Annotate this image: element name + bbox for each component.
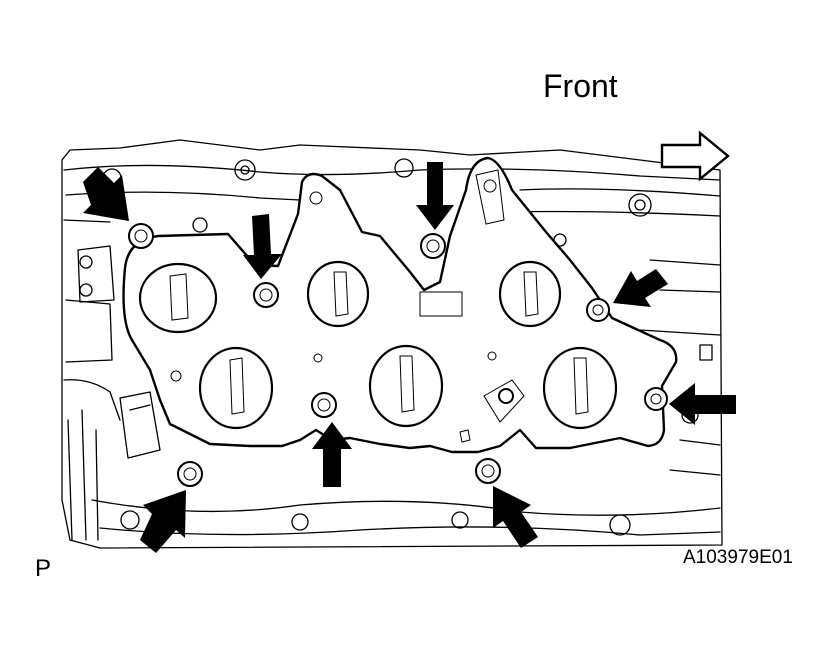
solid-arrow-icon-2 bbox=[243, 214, 282, 279]
bolt-2 bbox=[253, 282, 279, 308]
bolt-9 bbox=[498, 388, 514, 404]
solid-arrow-icon-8 bbox=[493, 486, 538, 548]
illustration-code-label: A103979E01 bbox=[683, 547, 793, 568]
outline-arrow-right-icon bbox=[660, 130, 730, 182]
bolt-8 bbox=[475, 458, 501, 484]
corner-mark-label: P bbox=[35, 555, 52, 582]
bolt-5 bbox=[644, 387, 668, 411]
bolt-7 bbox=[177, 461, 203, 487]
bolt-4 bbox=[586, 298, 610, 322]
callout-arrows bbox=[83, 162, 736, 553]
manifold-bolts bbox=[128, 223, 668, 487]
bolt-1 bbox=[128, 223, 154, 249]
solid-arrow-icon-6 bbox=[312, 422, 352, 487]
cylinder-head-background bbox=[61, 139, 723, 549]
solid-arrow-icon-1 bbox=[83, 167, 129, 221]
solid-arrow-icon-4 bbox=[613, 269, 668, 307]
solid-arrow-icon-3 bbox=[416, 162, 454, 230]
bolt-6 bbox=[311, 392, 337, 418]
manifold-gasket bbox=[122, 156, 678, 454]
front-direction-label: Front bbox=[543, 68, 618, 104]
solid-arrow-icon-7 bbox=[140, 490, 186, 553]
solid-arrow-icon-5 bbox=[669, 383, 736, 425]
bolt-3 bbox=[420, 233, 446, 259]
